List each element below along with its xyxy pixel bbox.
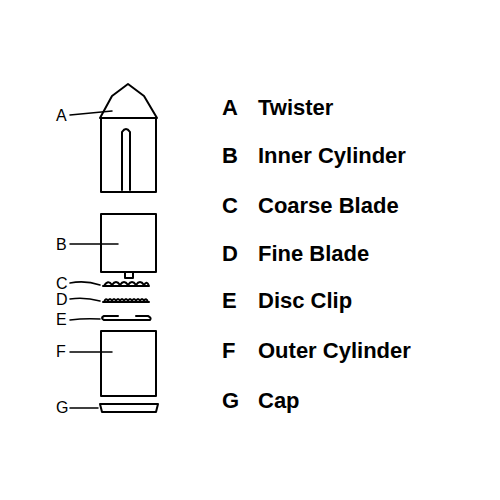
- leader-line: [70, 282, 100, 285]
- twister-slot: [122, 129, 130, 190]
- leader-line: [70, 243, 118, 245]
- part-name: Fine Blade: [258, 243, 369, 265]
- outer-cylinder-drawing: [101, 331, 156, 396]
- key-letter: G: [222, 390, 239, 412]
- part-name: Coarse Blade: [258, 195, 399, 217]
- callout-letter: D: [56, 292, 68, 308]
- key-letter: E: [222, 290, 237, 312]
- part-name: Disc Clip: [258, 290, 352, 312]
- leader-line: [70, 298, 100, 301]
- key-letter: C: [222, 195, 238, 217]
- leader-line: [70, 407, 98, 409]
- twister-drawing: [100, 84, 157, 192]
- key-letter: A: [222, 97, 238, 119]
- part-name: Cap: [258, 390, 300, 412]
- leader-line: [70, 351, 112, 353]
- twister-top: [100, 84, 157, 118]
- twister-body: [101, 118, 156, 192]
- callout-letter: A: [56, 108, 67, 124]
- coarse-blade-drawing: [103, 282, 149, 286]
- fine-blade-drawing: [103, 299, 149, 302]
- leader-lines: [70, 111, 118, 408]
- inner-cylinder-drawing: [101, 214, 156, 278]
- callout-letter: G: [56, 400, 68, 416]
- inner-cylinder-body: [101, 214, 156, 272]
- inner-cylinder-spindle: [125, 272, 133, 278]
- callout-letter: B: [56, 237, 67, 253]
- part-name: Inner Cylinder: [258, 145, 406, 167]
- callout-letter: C: [56, 276, 68, 292]
- cap-drawing: [100, 404, 158, 412]
- key-letter: F: [222, 340, 235, 362]
- key-letter: B: [222, 145, 238, 167]
- part-name: Outer Cylinder: [258, 340, 411, 362]
- leader-line: [70, 319, 100, 320]
- key-letter: D: [222, 243, 238, 265]
- disc-clip-drawing: [102, 316, 151, 320]
- callout-letter: F: [56, 344, 66, 360]
- leader-line: [70, 111, 112, 115]
- callout-letter: E: [56, 312, 67, 328]
- part-name: Twister: [258, 97, 333, 119]
